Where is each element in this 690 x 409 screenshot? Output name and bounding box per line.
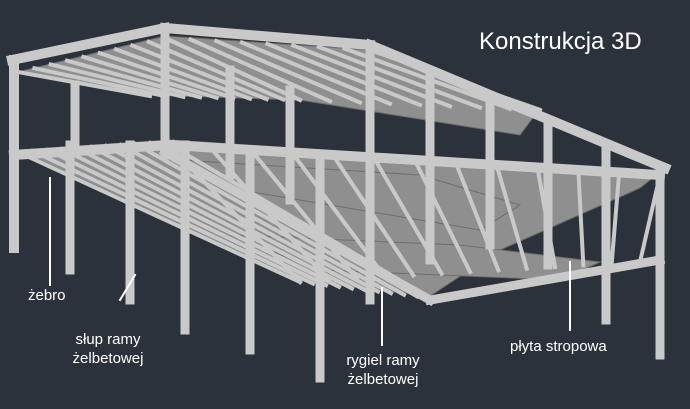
label-beam-line2: żelbetowej	[347, 371, 419, 388]
floor-cross-rib-3	[248, 148, 360, 282]
upper-cross-rib-2	[187, 36, 333, 104]
floor-cross-rib-11	[576, 168, 586, 268]
floor-rib-2	[30, 148, 316, 287]
floor-cross-rib-9	[494, 162, 530, 272]
floor-rib-10	[147, 140, 420, 300]
upper-cross-rib-6	[290, 42, 453, 109]
label-beam: rygiel ramy żelbetowej	[323, 351, 443, 389]
upper-cross-rib-4	[239, 39, 393, 107]
floor-rib-4	[59, 146, 342, 290]
upper-cross-rib-9	[367, 47, 543, 113]
label-beam-line1: rygiel ramy	[346, 352, 420, 369]
upper-rib-4	[64, 58, 203, 100]
label-slab: płyta stropowa	[510, 338, 607, 355]
upper-rib-1	[15, 69, 153, 99]
drawing-title: Konstrukcja 3D	[479, 28, 642, 55]
floor-cross-rib-12	[609, 170, 622, 266]
upper-rib-8	[129, 42, 270, 102]
leader-column	[118, 273, 137, 302]
label-column-line2: żelbetowej	[72, 350, 144, 367]
upper-cross-rib-3	[213, 38, 363, 106]
floor-cross-rib-8	[453, 160, 501, 273]
roof-beam-front	[6, 22, 171, 66]
upper-cross-rib-1	[162, 35, 303, 103]
floor-rib-11	[162, 139, 433, 301]
floor-rib-1	[15, 149, 303, 285]
label-column: słup ramy żelbetowej	[48, 330, 168, 368]
floor-cross-rib-13	[637, 172, 663, 265]
floor-cross-rib-4	[289, 150, 388, 280]
leader-lines	[49, 177, 571, 346]
floor-cross-rib-1	[167, 143, 303, 285]
floor-cross-rib-6	[371, 155, 445, 277]
upper-rib-3	[48, 62, 186, 100]
frame-members	[6, 22, 672, 383]
floor-cross-rib-5	[330, 152, 417, 279]
upper-rib-6	[97, 50, 236, 101]
roof-beam-ridge	[159, 22, 376, 51]
floor-cross-rib-7	[412, 157, 473, 275]
floor-beam-low	[424, 254, 666, 306]
upper-cross-rib-8	[341, 45, 513, 112]
floor-rib-6	[88, 144, 368, 293]
floor-cross-rib-10	[535, 165, 558, 270]
upper-rib-7	[113, 46, 253, 102]
label-column-line1: słup ramy	[75, 331, 141, 348]
label-rib: żebro	[28, 287, 66, 304]
floor-cross-rib-2	[208, 145, 332, 284]
upper-cross-rib-7	[316, 44, 483, 111]
upper-rib-5	[80, 54, 220, 101]
upper-rib-2	[31, 65, 170, 99]
upper-rib-9	[146, 39, 286, 103]
floor-rib-9	[132, 141, 407, 298]
upper-cross-rib-5	[264, 41, 423, 108]
floor-rib-5	[74, 145, 355, 292]
